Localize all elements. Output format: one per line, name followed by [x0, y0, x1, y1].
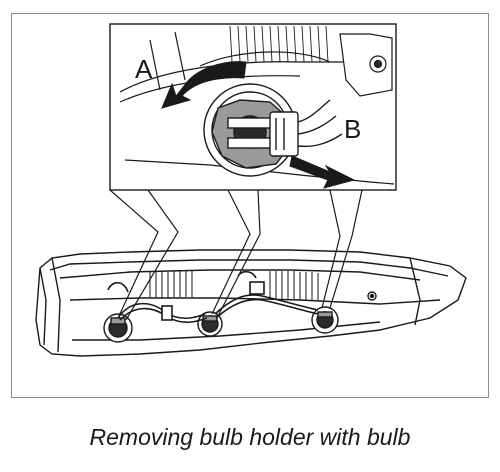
bulb-holder	[203, 83, 343, 177]
figure-caption: Removing bulb holder with bulb	[89, 424, 411, 450]
label-a: A	[135, 54, 153, 84]
callout-pointers	[109, 189, 363, 321]
label-b: B	[344, 114, 361, 144]
zoom-callout: A B	[109, 23, 397, 321]
pull-arrow-b	[289, 155, 356, 189]
bulb-socket-right	[311, 306, 339, 334]
bulb-socket-left	[103, 313, 133, 343]
wiring-harness	[107, 270, 319, 324]
rotation-arrow-a	[161, 61, 247, 109]
tail-lamp-unit	[35, 249, 467, 357]
